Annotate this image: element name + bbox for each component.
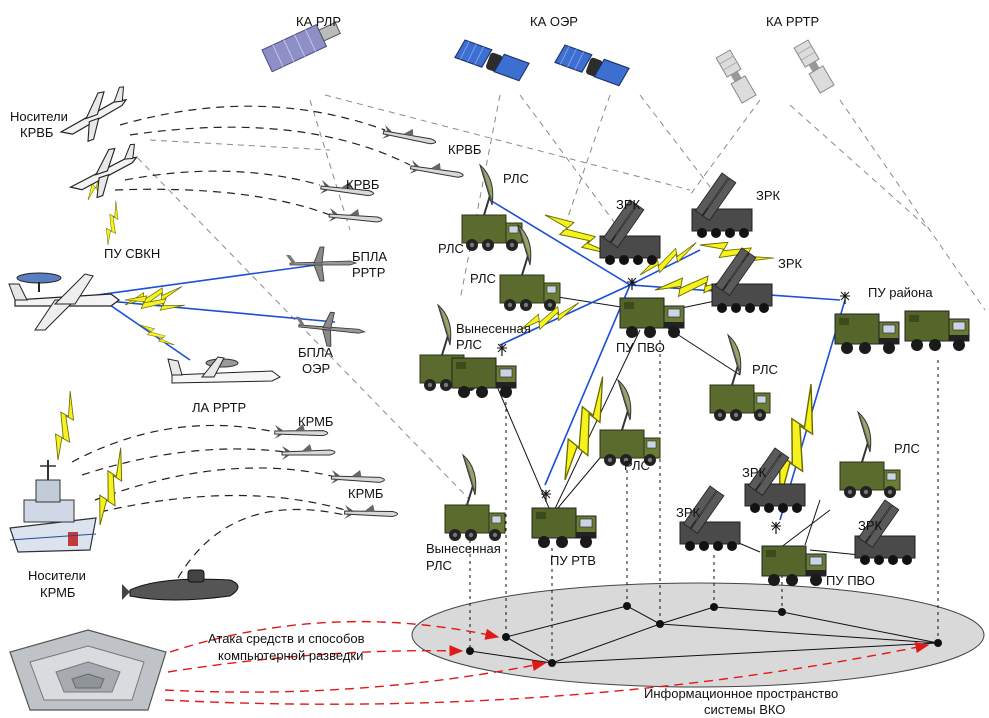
label-attack-2: компьютерной разведки xyxy=(218,648,363,663)
missile-icon xyxy=(330,467,386,489)
label-krvb: КРВБ xyxy=(346,177,379,192)
radar-truck-icon xyxy=(600,380,660,466)
command-truck-icon xyxy=(761,545,827,587)
command-truck-icon xyxy=(834,313,900,355)
label-info-space-2: системы ВКО xyxy=(704,702,785,717)
label-ka-oer: КА ОЭР xyxy=(530,14,578,29)
pentagon-icon xyxy=(9,629,167,711)
missile-icon xyxy=(343,502,399,523)
label-zrk: ЗРК xyxy=(858,518,883,533)
label-zrk: ЗРК xyxy=(616,197,641,212)
antenna-icon xyxy=(496,343,508,357)
label-rls: РЛС xyxy=(894,441,920,456)
label-remote-rls: Вынесенная xyxy=(426,541,501,556)
label-ka-rrtr: КА РРТР xyxy=(766,14,819,29)
label-rls: РЛС xyxy=(438,241,464,256)
antenna-icon xyxy=(770,521,782,535)
uav-icon xyxy=(292,308,367,351)
label-bpla-rrtr-2: РРТР xyxy=(352,265,385,280)
satellite-icon xyxy=(715,49,757,104)
satellite-icon xyxy=(554,43,630,88)
label-pu-pvo: ПУ ПВО xyxy=(826,573,875,588)
submarine-icon xyxy=(122,569,239,601)
label-nositeli-krmb: Носители xyxy=(28,568,86,583)
awacs-icon xyxy=(167,356,281,384)
label-rls: РЛС xyxy=(503,171,529,186)
label-remote-rls-2: РЛС xyxy=(456,337,482,352)
missile-icon xyxy=(328,205,384,228)
missile-icon xyxy=(281,443,336,461)
command-truck-icon xyxy=(531,507,597,549)
label-krmb: КРМБ xyxy=(298,414,333,429)
label-remote-rls: Вынесенная xyxy=(456,321,531,336)
label-zrk: ЗРК xyxy=(676,505,701,520)
label-krmb: КРМБ xyxy=(348,486,383,501)
label-attack: Атака средств и способов xyxy=(208,631,365,646)
radar-truck-icon xyxy=(710,335,770,421)
label-nositeli-krvb-2: КРВБ xyxy=(20,125,53,140)
label-pu-rayona: ПУ района xyxy=(868,285,933,300)
info-space-drops xyxy=(469,340,939,663)
label-zrk: ЗРК xyxy=(756,188,781,203)
awacs-icon xyxy=(8,272,120,331)
label-info-space: Информационное пространство xyxy=(644,686,838,701)
command-truck-icon xyxy=(451,357,517,399)
label-pu-svkn: ПУ СВКН xyxy=(104,246,160,261)
label-ka-rlr: КА РЛР xyxy=(296,14,341,29)
label-zrk: ЗРК xyxy=(742,465,767,480)
missile-icon xyxy=(409,157,466,184)
label-rls: РЛС xyxy=(470,271,496,286)
sam-launcher-icon xyxy=(691,172,753,239)
satellite-icon xyxy=(454,38,530,83)
label-pu-rtv: ПУ РТВ xyxy=(550,553,596,568)
missile-icon xyxy=(381,122,438,151)
aircraft-icon xyxy=(62,140,148,205)
label-remote-rls-2: РЛС xyxy=(426,558,452,573)
cyber-attack-arrows xyxy=(164,620,930,705)
command-truck-icon xyxy=(904,310,970,352)
uav-icon xyxy=(285,246,357,282)
antenna-icon xyxy=(839,291,851,305)
label-bpla-oer-2: ОЭР xyxy=(302,361,330,376)
label-krvb: КРВБ xyxy=(448,142,481,157)
radar-truck-icon xyxy=(445,455,505,541)
command-truck-icon xyxy=(619,297,685,339)
label-rls: РЛС xyxy=(624,458,650,473)
label-bpla-oer: БПЛА xyxy=(298,345,333,360)
label-rls: РЛС xyxy=(752,362,778,377)
radar-truck-icon xyxy=(840,412,900,498)
label-nositeli-krvb: Носители xyxy=(10,109,68,124)
ship-icon xyxy=(9,460,97,553)
missile-trajectories xyxy=(71,105,411,579)
info-network xyxy=(466,602,942,667)
label-la-rrtr: ЛА РРТР xyxy=(192,400,246,415)
label-pu-pvo: ПУ ПВО xyxy=(616,340,665,355)
label-nositeli-krmb-2: КРМБ xyxy=(40,585,75,600)
label-zrk: ЗРК xyxy=(778,256,803,271)
satellite-icon xyxy=(793,39,835,94)
label-bpla-rrtr: БПЛА xyxy=(352,249,387,264)
